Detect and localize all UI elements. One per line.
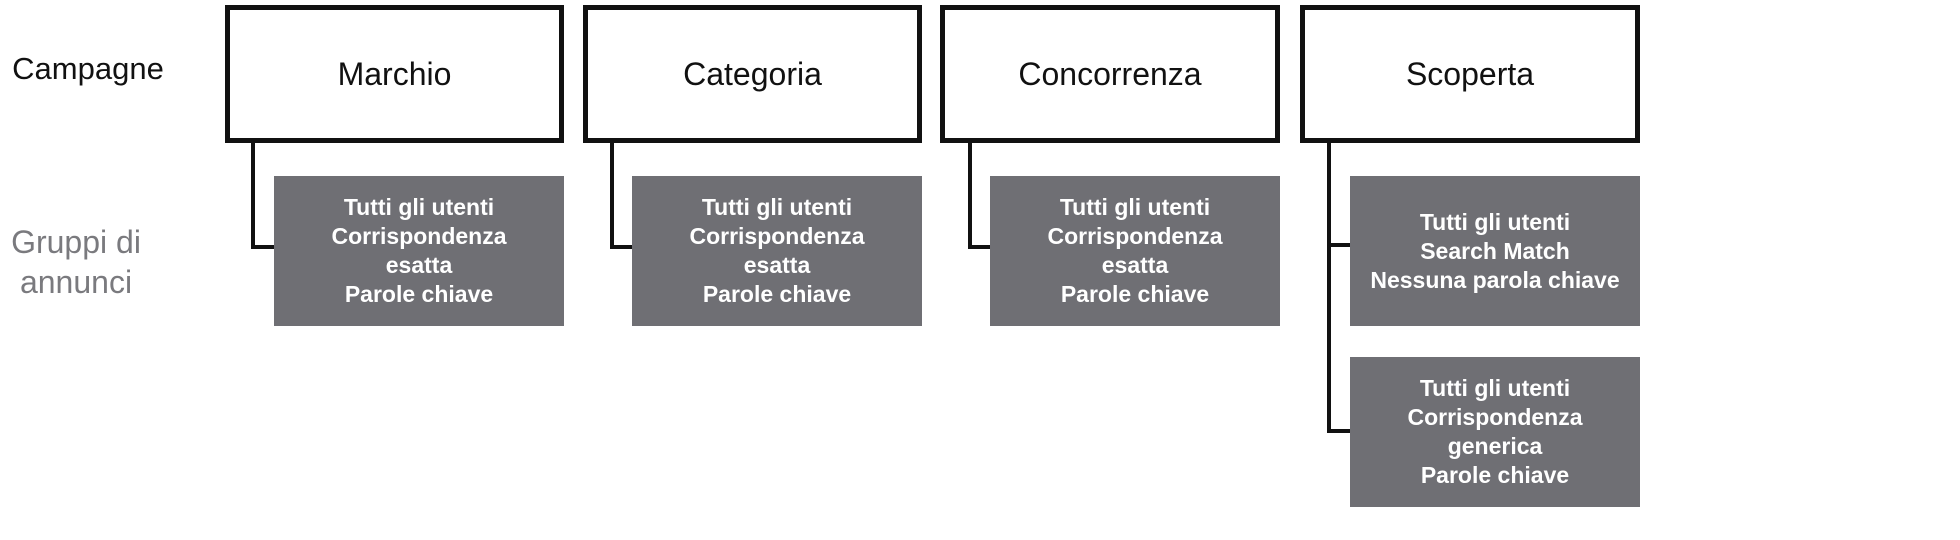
ad-group-line: Parole chiave: [1420, 462, 1570, 488]
ad-group-line: esatta: [743, 252, 811, 278]
ad-group-line: Tutti gli utenti: [1419, 208, 1571, 235]
ad-group-line: generica: [1447, 433, 1543, 459]
connector-horizontal-scoperta-2: [1327, 429, 1351, 433]
ad-group-line: Tutti gli utenti: [1419, 375, 1571, 401]
ad-group-line: Search Match: [1420, 237, 1570, 264]
ad-group-line: Corrispondenza: [1047, 223, 1223, 249]
ad-group-scoperta-1: Tutti gli utenti Search Match Nessuna pa…: [1350, 176, 1640, 326]
ad-group-categoria-1: Tutti gli utenti Corrispondenza esatta P…: [632, 176, 922, 326]
ad-group-line: esatta: [1101, 252, 1169, 278]
ad-group-line: Corrispondenza: [1407, 404, 1583, 430]
ad-groups-row-label-line-1: Gruppi di: [11, 224, 141, 260]
ad-group-line: Nessuna parola chiave: [1370, 266, 1620, 293]
connector-horizontal-marchio: [251, 245, 275, 249]
connector-vertical-marchio: [251, 143, 255, 249]
campaign-concorrenza: Concorrenza: [940, 5, 1280, 143]
ad-group-line: Tutti gli utenti: [701, 194, 853, 220]
campaign-marchio: Marchio: [225, 5, 564, 143]
ad-group-line: Corrispondenza: [689, 223, 865, 249]
ad-group-marchio-1: Tutti gli utenti Corrispondenza esatta P…: [274, 176, 564, 326]
connector-horizontal-scoperta-1: [1327, 243, 1351, 247]
ad-group-scoperta-2: Tutti gli utenti Corrispondenza generica…: [1350, 357, 1640, 507]
ad-group-line: Corrispondenza: [331, 223, 507, 249]
ad-groups-row-label-line-2: annunci: [19, 264, 133, 300]
connector-horizontal-categoria: [610, 245, 634, 249]
campaigns-row-label: Campagne: [12, 51, 164, 86]
campaign-label: Concorrenza: [1018, 55, 1202, 92]
ad-group-line: Tutti gli utenti: [1059, 194, 1211, 220]
ad-group-line: Parole chiave: [702, 281, 852, 307]
campaign-label: Categoria: [683, 55, 822, 92]
connector-vertical-categoria: [610, 143, 614, 249]
ad-groups-row-label: Gruppi di annunci: [0, 222, 152, 302]
connector-vertical-scoperta: [1327, 143, 1331, 433]
campaign-scoperta: Scoperta: [1300, 5, 1640, 143]
campaign-label: Scoperta: [1405, 55, 1535, 92]
campaign-categoria: Categoria: [583, 5, 922, 143]
connector-vertical-concorrenza: [968, 143, 972, 249]
ad-group-concorrenza-1: Tutti gli utenti Corrispondenza esatta P…: [990, 176, 1280, 326]
connector-horizontal-concorrenza: [968, 245, 992, 249]
ad-group-line: Parole chiave: [1060, 281, 1210, 307]
ad-group-line: esatta: [385, 252, 453, 278]
ad-group-line: Tutti gli utenti: [343, 194, 495, 220]
campaign-label: Marchio: [337, 55, 452, 92]
ad-group-line: Parole chiave: [344, 281, 494, 307]
